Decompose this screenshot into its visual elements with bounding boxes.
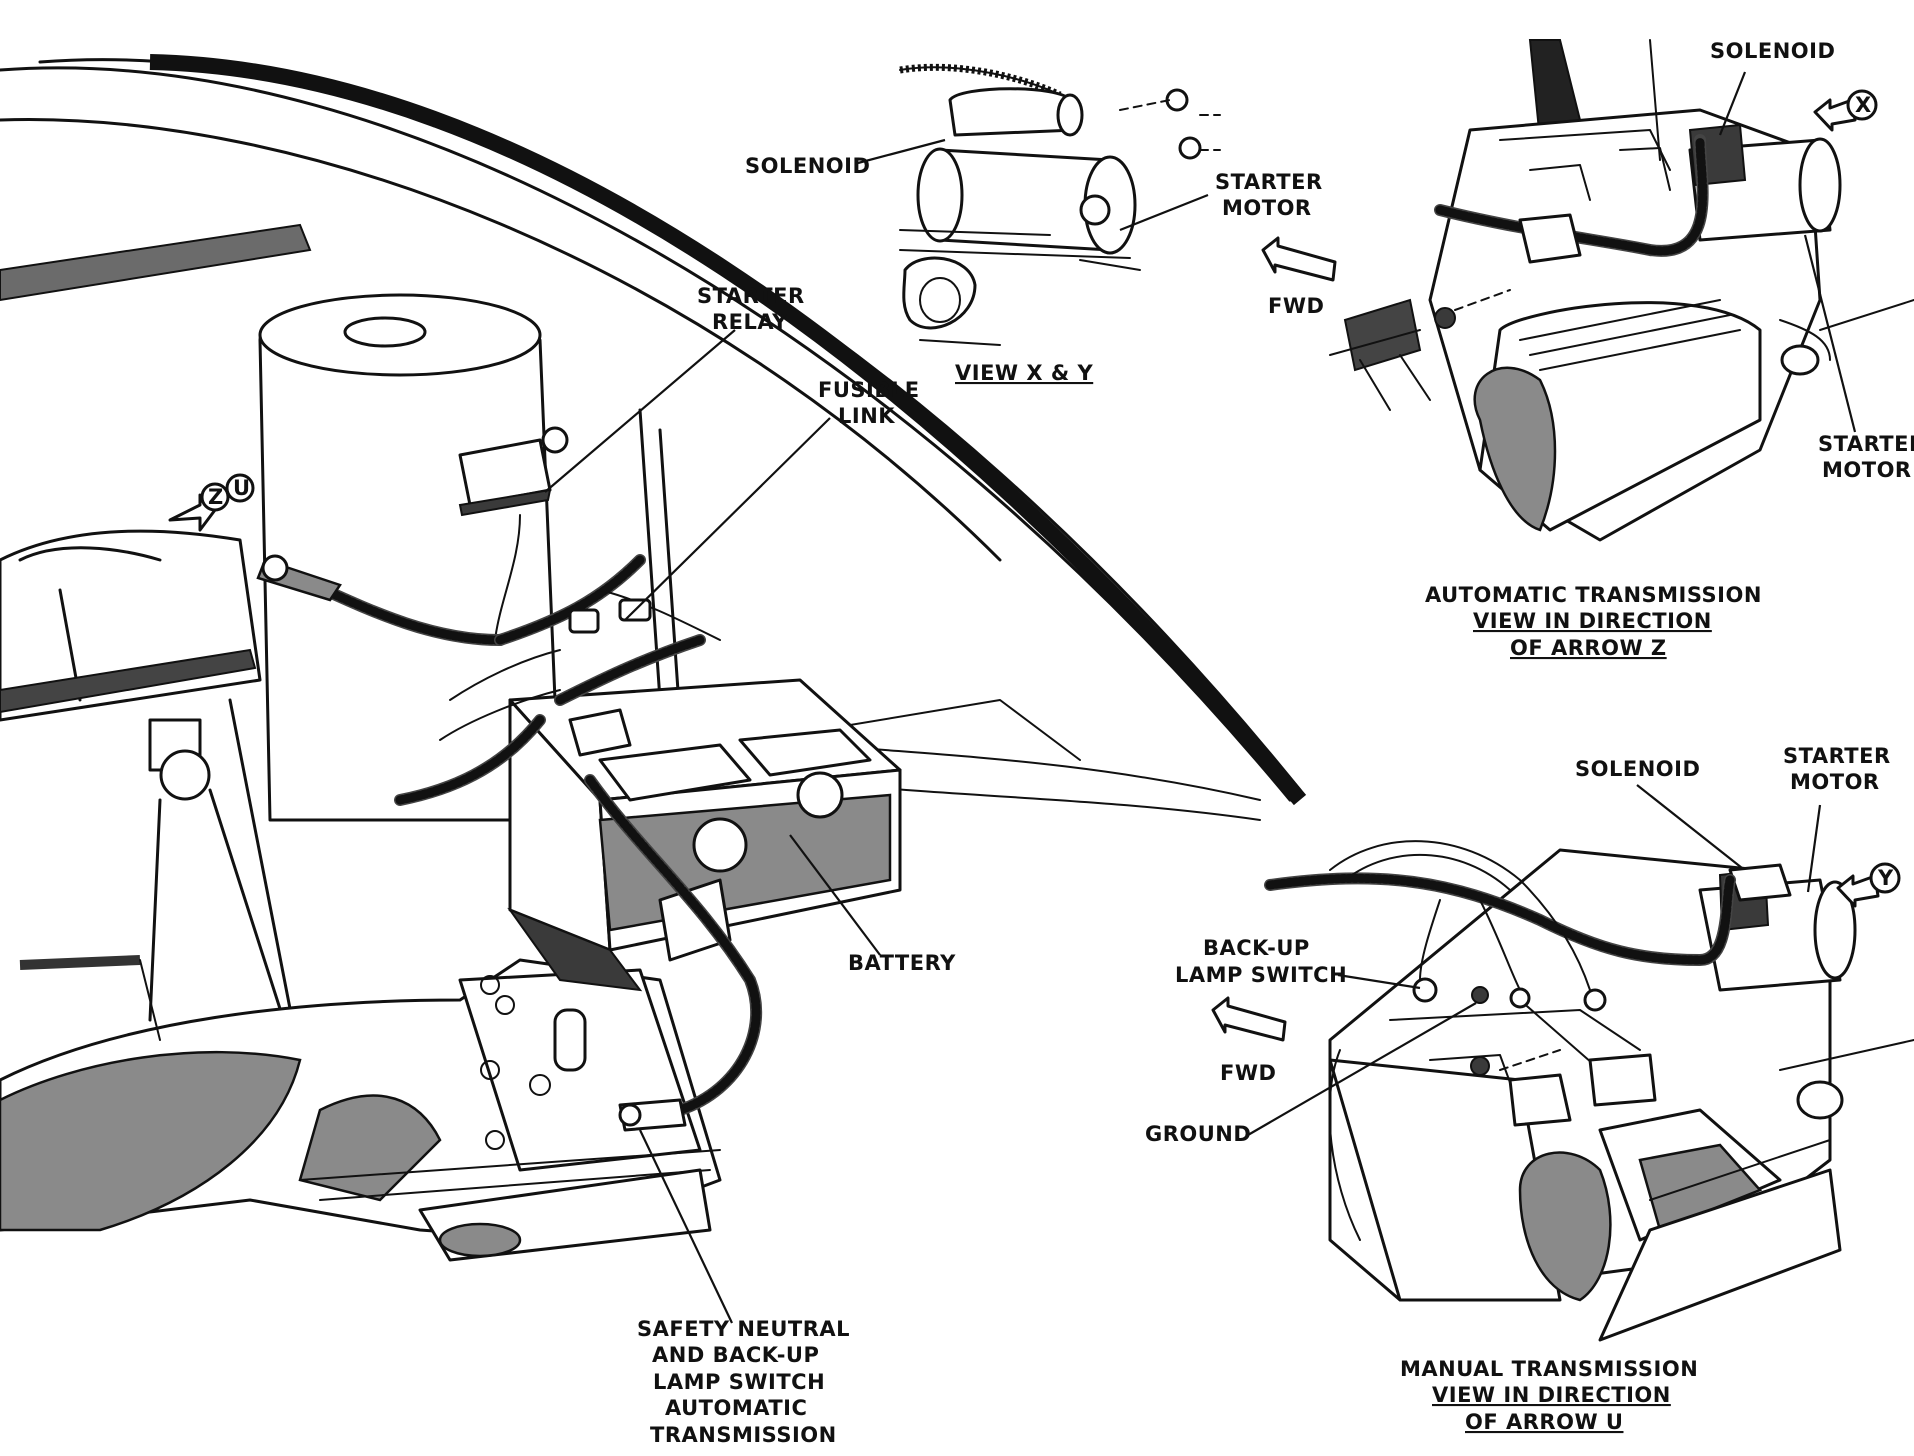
label-backup-switch-2: LAMP SWITCH [1175, 963, 1347, 987]
arrow-x-icon: X [1813, 89, 1878, 132]
label-starter-relay-2: RELAY [712, 310, 788, 334]
label-auto-caption-2: VIEW IN DIRECTION [1473, 609, 1712, 633]
label-auto-caption-1: AUTOMATIC TRANSMISSION [1425, 583, 1762, 607]
fwd-arrow-manual-icon [1211, 996, 1287, 1042]
label-starter-motor-auto-1: STARTER [1818, 432, 1914, 456]
fwd-arrow-top-icon [1261, 236, 1337, 282]
arrow-y-letter: Y [1877, 866, 1894, 890]
label-starter-motor-top-1: STARTER [1215, 170, 1323, 194]
arrow-x-letter: X [1855, 93, 1872, 117]
label-manual-caption-3: OF ARROW U [1465, 1410, 1623, 1434]
arrow-y-icon: Y [1836, 862, 1901, 908]
label-starter-motor-auto-2: MOTOR [1822, 458, 1912, 482]
label-battery: BATTERY [848, 951, 956, 975]
labels: SOLENOID STARTER MOTOR VIEW X & Y FWD SO… [637, 39, 1914, 1447]
label-starter-motor-manual-1: STARTER [1783, 744, 1891, 768]
arrow-u-letter: U [233, 476, 251, 500]
arrow-zu-icon: Z U [168, 473, 255, 532]
label-manual-caption-1: MANUAL TRANSMISSION [1400, 1357, 1698, 1381]
arrow-z-letter: Z [208, 485, 224, 509]
label-view-xy: VIEW X & Y [955, 361, 1094, 385]
automatic-transmission-illustration [1329, 39, 1914, 542]
engine-bay-illustration [0, 54, 1307, 1262]
leader-lines [544, 71, 1857, 1324]
label-safety-switch-5: TRANSMISSION [650, 1423, 837, 1447]
label-safety-switch-1: SAFETY NEUTRAL [637, 1317, 850, 1341]
label-solenoid-manual: SOLENOID [1575, 757, 1700, 781]
label-fusible-link-1: FUSIBLE [818, 378, 920, 402]
label-safety-switch-3: LAMP SWITCH [653, 1370, 825, 1394]
label-solenoid-top: SOLENOID [745, 154, 870, 178]
label-fwd-manual: FWD [1220, 1061, 1276, 1085]
starter-view-xy-illustration [899, 63, 1221, 346]
label-starter-relay-1: STARTER [697, 284, 805, 308]
label-ground: GROUND [1145, 1122, 1251, 1146]
label-starter-motor-manual-2: MOTOR [1790, 770, 1880, 794]
manual-transmission-illustration [1264, 840, 1914, 1342]
label-auto-caption-3: OF ARROW Z [1510, 636, 1667, 660]
label-manual-caption-2: VIEW IN DIRECTION [1432, 1383, 1671, 1407]
label-safety-switch-2: AND BACK-UP [652, 1343, 819, 1367]
label-backup-switch-1: BACK-UP [1203, 936, 1310, 960]
label-solenoid-auto: SOLENOID [1710, 39, 1835, 63]
label-safety-switch-4: AUTOMATIC [665, 1396, 807, 1420]
label-starter-motor-top-2: MOTOR [1222, 196, 1312, 220]
label-fwd-top: FWD [1268, 294, 1324, 318]
label-fusible-link-2: LINK [838, 404, 895, 428]
